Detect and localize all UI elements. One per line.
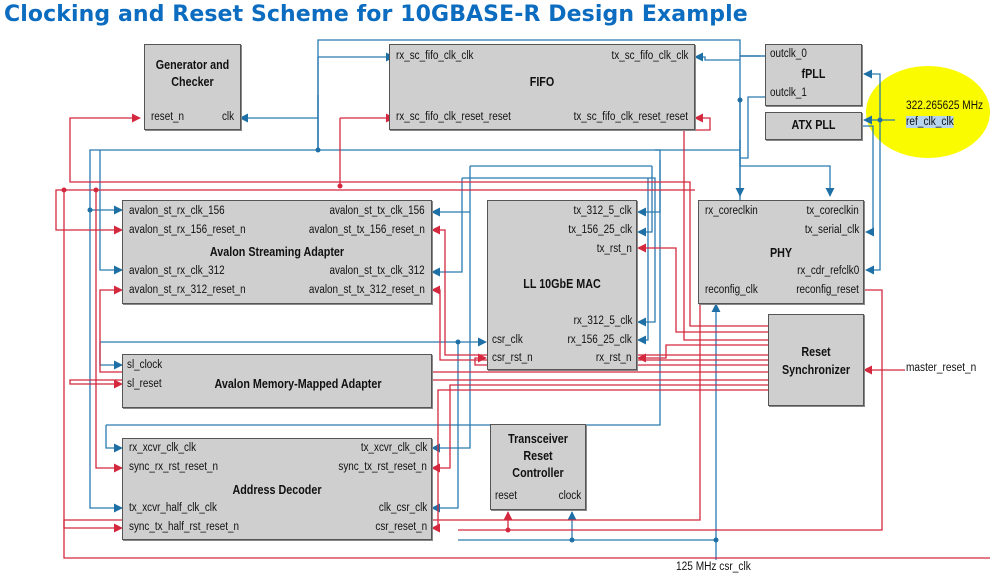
port: rx_312_5_clk	[573, 315, 632, 327]
block-title: Avalon Memory-Mapped Adapter	[214, 377, 382, 391]
port: csr_clk	[492, 334, 523, 346]
junction-dots	[61, 97, 883, 543]
port: sync_tx_half_rst_reset_n	[129, 521, 239, 533]
avalon-streaming-adapter-block: avalon_st_rx_clk_156 avalon_st_tx_clk_15…	[122, 200, 432, 304]
port: avalon_st_tx_312_reset_n	[308, 284, 425, 296]
block-title: Avalon Streaming Adapter	[209, 245, 345, 259]
port-outclk-0: outclk_0	[770, 48, 807, 60]
port-reset: reset	[495, 490, 517, 502]
ref-clk-frequency: 322.265625 MHz	[906, 100, 984, 112]
port: tx_xcvr_half_clk_clk	[129, 502, 217, 514]
port: csr_reset_n	[375, 521, 427, 533]
generator-checker-block: Generator and Checker reset_n clk	[144, 44, 241, 130]
ref-clk-label[interactable]: ref_clk_clk	[906, 116, 954, 128]
port: csr_rst_n	[492, 352, 533, 364]
port: reconfig_clk	[705, 284, 758, 296]
transceiver-reset-controller-block: Transceiver Reset Controller reset clock	[490, 424, 586, 510]
port: tx_serial_clk	[804, 224, 859, 236]
port: rx_156_25_clk	[567, 334, 632, 346]
port-sl-clock: sl_clock	[127, 359, 163, 371]
block-title: Reset Synchronizer	[781, 345, 851, 377]
port: rx_coreclkin	[705, 205, 758, 217]
port: sync_tx_rst_reset_n	[338, 461, 427, 473]
port: tx_312_5_clk	[573, 205, 632, 217]
block-title: Address Decoder	[232, 483, 322, 497]
port: rx_rst_n	[596, 352, 632, 364]
port: avalon_st_tx_clk_312	[329, 265, 425, 277]
reset-wires	[55, 113, 990, 559]
csr-clk-input-label: 125 MHz csr_clk	[676, 561, 751, 573]
port: avalon_st_rx_312_reset_n	[129, 284, 246, 296]
port: clk_csr_clk	[378, 502, 427, 514]
port: rx_cdr_refclk0	[796, 265, 859, 277]
port-reset-n: reset_n	[151, 111, 184, 123]
avalon-mm-adapter-block: sl_clock sl_reset Avalon Memory-Mapped A…	[122, 354, 432, 408]
port-outclk-1: outclk_1	[770, 87, 807, 99]
diagram-title: Clocking and Reset Scheme for 10GBASE-R …	[4, 2, 748, 27]
port: tx_coreclkin	[806, 205, 859, 217]
phy-block: rx_coreclkin tx_coreclkin tx_serial_clk …	[698, 200, 864, 304]
port: tx_sc_fifo_clk_clk	[611, 50, 688, 62]
reset-synchronizer-block: Reset Synchronizer	[768, 314, 864, 406]
block-title: fPLL	[801, 67, 826, 81]
block-title: FIFO	[529, 75, 555, 89]
port: sync_rx_rst_reset_n	[129, 461, 219, 473]
port-clock: clock	[558, 490, 581, 502]
fpll-block: outclk_0 fPLL outclk_1	[765, 44, 862, 106]
block-title: ATX PLL	[791, 118, 836, 132]
clock-wires	[89, 39, 895, 560]
yellow-highlight-annotation	[866, 66, 990, 158]
port: avalon_st_rx_156_reset_n	[129, 224, 246, 236]
block-title: Generator and Checker	[155, 58, 230, 89]
port: rx_xcvr_clk_clk	[129, 442, 197, 454]
block-title: PHY	[769, 246, 793, 260]
port: tx_rst_n	[596, 243, 632, 255]
port: tx_xcvr_clk_clk	[360, 442, 427, 454]
port-clk: clk	[221, 111, 234, 123]
block-title: Transceiver Reset Controller	[508, 432, 568, 480]
atx-pll-block: ATX PLL	[765, 112, 862, 140]
fifo-block: rx_sc_fifo_clk_clk tx_sc_fifo_clk_clk FI…	[389, 44, 695, 130]
block-title: LL 10GbE MAC	[523, 277, 601, 291]
port: tx_156_25_clk	[568, 224, 632, 236]
port: rx_sc_fifo_clk_reset_reset	[396, 111, 511, 123]
port: rx_sc_fifo_clk_clk	[396, 50, 474, 62]
master-reset-label: master_reset_n	[906, 362, 977, 374]
port-sl-reset: sl_reset	[127, 378, 162, 390]
port: avalon_st_tx_156_reset_n	[308, 224, 425, 236]
port: avalon_st_rx_clk_312	[129, 265, 225, 277]
port: avalon_st_rx_clk_156	[129, 205, 225, 217]
port: reconfig_reset	[796, 284, 859, 296]
address-decoder-block: rx_xcvr_clk_clk tx_xcvr_clk_clk sync_rx_…	[122, 438, 432, 540]
ll-10gbe-mac-block: tx_312_5_clk tx_156_25_clk tx_rst_n LL 1…	[487, 200, 637, 370]
port: tx_sc_fifo_clk_reset_reset	[573, 111, 688, 123]
port: avalon_st_tx_clk_156	[329, 205, 425, 217]
